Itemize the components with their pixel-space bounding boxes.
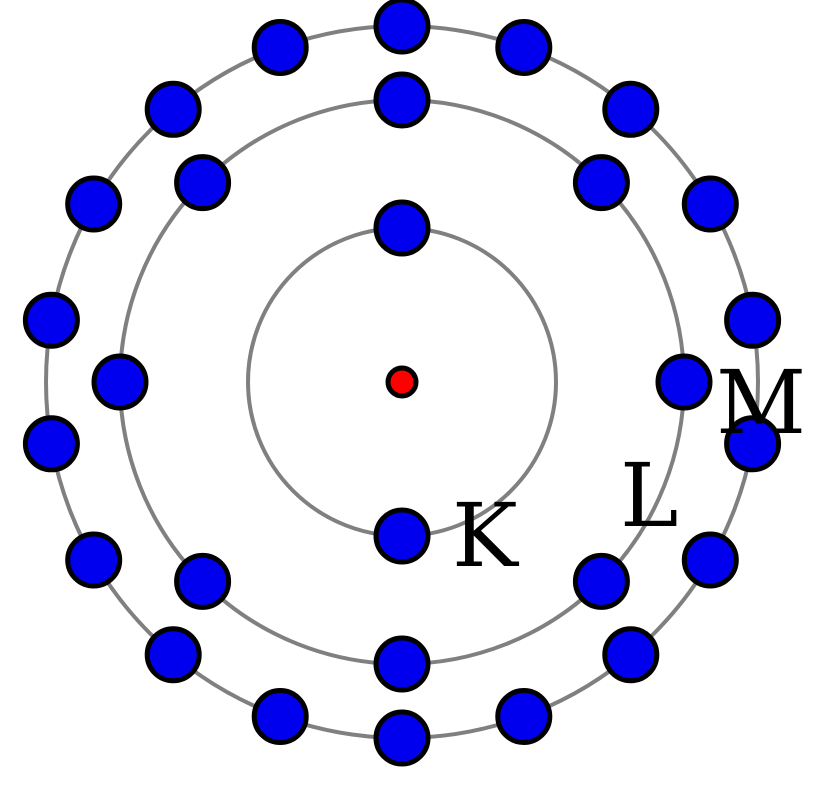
electron-m-8 (602, 626, 660, 684)
shell-labels-group: K L M (452, 351, 806, 587)
electron-m-17 (144, 80, 202, 138)
electron-l-6 (174, 552, 232, 610)
electron-m-5 (724, 291, 782, 349)
electron-l-5 (373, 635, 431, 693)
electron-m-6 (724, 415, 782, 473)
electron-l-7 (91, 353, 149, 411)
electron-l-1 (373, 71, 431, 129)
shell-label-m: M (716, 351, 806, 454)
electron-k-2 (373, 507, 431, 565)
electron-m-9 (495, 688, 553, 745)
electron-m-14 (22, 415, 80, 473)
shell-label-k: K (452, 484, 520, 587)
electron-m-16 (65, 175, 123, 233)
electron-l-2 (572, 154, 630, 212)
electron-m-15 (22, 291, 80, 349)
electron-m-2 (495, 19, 553, 76)
electron-m-3 (602, 80, 660, 138)
electron-m-12 (144, 626, 202, 684)
electron-k-1 (373, 199, 431, 257)
electrons-group (22, 0, 782, 767)
electron-m-4 (681, 175, 739, 233)
shell-label-l: L (620, 444, 678, 547)
electron-m-1 (373, 0, 431, 55)
nucleus (385, 365, 419, 399)
electron-m-11 (251, 688, 309, 745)
electron-m-13 (65, 531, 123, 589)
electron-m-7 (681, 531, 739, 589)
electron-m-10 (373, 709, 431, 767)
electron-l-4 (572, 552, 630, 610)
electron-l-8 (174, 154, 232, 212)
electron-l-3 (655, 353, 713, 411)
electron-m-18 (251, 19, 309, 76)
